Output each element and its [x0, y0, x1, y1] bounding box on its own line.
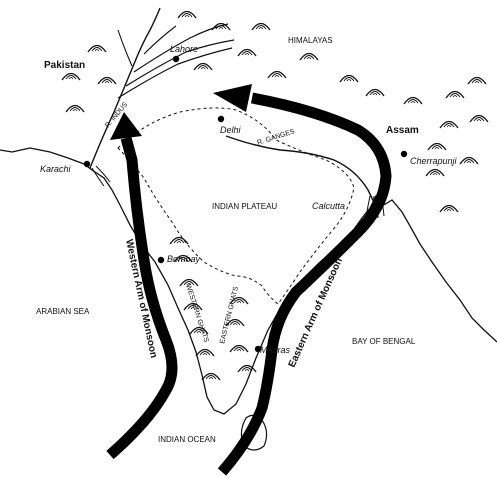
indus-river: [89, 7, 161, 169]
western-arrowhead: [110, 112, 142, 140]
eastern-monsoon-arrow: [217, 92, 392, 476]
bombay-label: Bombay: [167, 254, 201, 264]
plateau-boundary: [117, 107, 355, 305]
delhi-marker: [217, 115, 225, 123]
ganges-river: [225, 135, 379, 213]
coastline: [0, 147, 497, 415]
karachi-marker: [83, 160, 91, 168]
madras-marker: [254, 345, 262, 353]
lahore-label: Lahore: [170, 44, 198, 54]
karachi-label: Karachi: [40, 164, 72, 174]
indian-ocean-label: INDIAN OCEAN: [158, 435, 216, 444]
assam-label: Assam: [386, 125, 419, 136]
lahore-marker: [172, 55, 180, 63]
eastern-arrowhead: [213, 84, 252, 112]
pakistan-label: Pakistan: [44, 60, 85, 71]
delhi-label: Delhi: [220, 125, 242, 135]
bay-of-bengal-label: BAY OF BENGAL: [352, 337, 416, 346]
western-ghats-label: WESTERN GHATS: [184, 283, 209, 343]
madras-label: Madras: [260, 345, 291, 355]
eastern-ghats-label: EASTERN GHATS: [219, 286, 240, 345]
arabian-sea-label: ARABIAN SEA: [36, 307, 90, 316]
cherrapunji-label: Cherrapunji: [410, 156, 458, 166]
western-monsoon-arrow: [106, 136, 178, 460]
indian-plateau-label: INDIAN PLATEAU: [212, 202, 277, 211]
himalayas-label: HIMALAYAS: [288, 36, 333, 45]
ganges-label: R. GANGES: [256, 128, 295, 147]
bombay-marker: [157, 256, 165, 264]
cherrapunji-marker: [400, 150, 408, 158]
calcutta-label: Calcutta: [312, 201, 345, 211]
